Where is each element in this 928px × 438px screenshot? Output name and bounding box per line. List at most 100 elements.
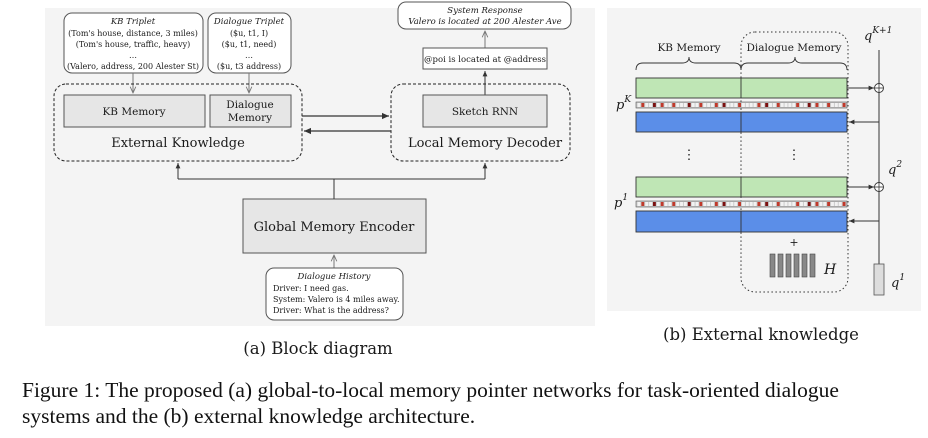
- ext-kb-memory-label: KB Memory: [657, 42, 720, 54]
- figure-caption: Figure 1: The proposed (a) global-to-loc…: [22, 377, 918, 429]
- dialogue-memory-region: [740, 31, 849, 293]
- global-pointer-cells-1: [637, 202, 846, 206]
- dialogue-triplet-bubble: Dialogue Triplet ($u, t1, I) ($u, t1, ne…: [207, 12, 292, 74]
- global-memory-encoder-label: Global Memory Encoder: [254, 220, 416, 235]
- pointer-cell: [815, 202, 819, 206]
- pointer-cell: [834, 202, 838, 206]
- pointer-cell: [761, 103, 765, 107]
- pointer-cell: [641, 202, 645, 206]
- pointer-cell: [707, 202, 711, 206]
- dialogue-memory-brace: [740, 56, 848, 71]
- sum-node-hop-k: [874, 83, 884, 93]
- dialogue-triplet-line: ($u, t3 address): [217, 62, 281, 71]
- ext-dialogue-memory-label: Dialogue Memory: [747, 42, 842, 54]
- pointer-cell: [738, 103, 741, 107]
- pointer-cell: [757, 202, 761, 206]
- external-knowledge-label: External Knowledge: [111, 136, 245, 151]
- pointer-cell: [776, 202, 780, 206]
- pointer-cell: [831, 103, 834, 107]
- pointer-cell: [792, 103, 796, 107]
- global-pointer-bar-k: [635, 101, 848, 109]
- kb-memory-box: [63, 94, 206, 128]
- pointer-cell: [699, 103, 703, 107]
- pointer-cell: [738, 202, 741, 206]
- pointer-cell: [668, 202, 672, 206]
- external-knowledge-diagram: KB Memory Dialogue Memory pK ⋮ ⋮ p1 +: [607, 8, 921, 344]
- pointer-cell: [734, 202, 738, 206]
- pointer-cell: [726, 202, 730, 206]
- pointer-cell: [691, 103, 695, 107]
- pointer-cell: [676, 103, 680, 107]
- pointer-cell: [796, 103, 800, 107]
- pointer-cell: [780, 202, 784, 206]
- vdots-kb: ⋮: [683, 148, 696, 163]
- pointer-cell: [742, 202, 745, 206]
- pointer-cell: [683, 202, 687, 206]
- sketch-rnn-box: [422, 94, 548, 128]
- pointer-cell: [649, 202, 652, 206]
- dialogue-triplet-line: …: [245, 51, 253, 60]
- pointer-cell: [800, 103, 803, 107]
- system-response-title: System Response: [447, 6, 522, 16]
- dialogue-memory-label: Memory: [228, 112, 272, 124]
- pointer-cell: [730, 202, 734, 206]
- q1-label: q1: [891, 273, 905, 291]
- pointer-cell: [831, 202, 834, 206]
- pk-label: pK: [616, 95, 632, 113]
- h-label: H: [823, 262, 837, 278]
- pointer-cell: [823, 202, 827, 206]
- dialogue-triplet-line: ($u, t1, need): [222, 40, 277, 49]
- pointer-cell: [784, 103, 788, 107]
- pointer-cell: [757, 103, 761, 107]
- memory-layer-hop-1-green: [635, 176, 848, 198]
- subcaption-b: (b) External knowledge: [663, 325, 859, 344]
- pointer-cell: [827, 103, 831, 107]
- pointer-cell: [772, 202, 776, 206]
- global-pointer-cells-k: [637, 103, 846, 107]
- pointer-cell: [722, 202, 726, 206]
- plus-symbol: +: [789, 236, 798, 249]
- dialogue-history-line: System: Valero is 4 miles away.: [273, 295, 399, 304]
- pointer-cell: [691, 202, 695, 206]
- pointer-cell: [664, 202, 668, 206]
- pointer-cell: [718, 103, 722, 107]
- pointer-cell: [664, 103, 668, 107]
- pointer-cell: [753, 202, 757, 206]
- pointer-cell: [637, 103, 641, 107]
- pointer-cell: [652, 103, 656, 107]
- pointer-cell: [703, 103, 707, 107]
- pointer-cell: [672, 202, 676, 206]
- block-diagram: KB Triplet (Tom's house, distance, 3 mil…: [45, 1, 595, 358]
- pointer-cell: [800, 202, 803, 206]
- pointer-cell: [769, 103, 772, 107]
- qk1-label: qK+1: [864, 26, 892, 44]
- pointer-cell: [807, 202, 811, 206]
- pointer-cell: [730, 103, 734, 107]
- vdots-dialogue: ⋮: [788, 148, 801, 163]
- pointer-cell: [680, 202, 683, 206]
- pointer-cell: [788, 103, 792, 107]
- pointer-cell: [687, 202, 691, 206]
- figure-caption-line: Figure 1: The proposed (a) global-to-loc…: [22, 378, 839, 402]
- ext-background: [607, 8, 921, 311]
- pointer-cell: [807, 103, 811, 107]
- pointer-cell: [683, 103, 687, 107]
- global-pointer-bar-1: [635, 200, 848, 208]
- pointer-cell: [827, 202, 831, 206]
- pointer-cell: [687, 103, 691, 107]
- pointer-cell: [711, 103, 714, 107]
- kb-memory-label: KB Memory: [102, 106, 165, 118]
- pointer-cell: [745, 202, 749, 206]
- dialogue-triplet-line: ($u, t1, I): [230, 29, 268, 38]
- system-response-bubble: System Response Valero is located at 200…: [397, 1, 572, 30]
- pointer-cell: [815, 103, 819, 107]
- pointer-cell: [645, 103, 649, 107]
- local-memory-decoder-module: Sketch RNN Local Memory Decoder: [390, 83, 571, 162]
- sketch-rnn-label: Sketch RNN: [452, 106, 518, 118]
- pointer-cell: [842, 103, 846, 107]
- pointer-cell: [834, 103, 838, 107]
- pointer-cell: [769, 202, 772, 206]
- kb-memory-brace: [635, 56, 742, 71]
- pointer-cell: [726, 103, 730, 107]
- kb-triplet-line: (Valero, address, 200 Alester St): [67, 62, 199, 71]
